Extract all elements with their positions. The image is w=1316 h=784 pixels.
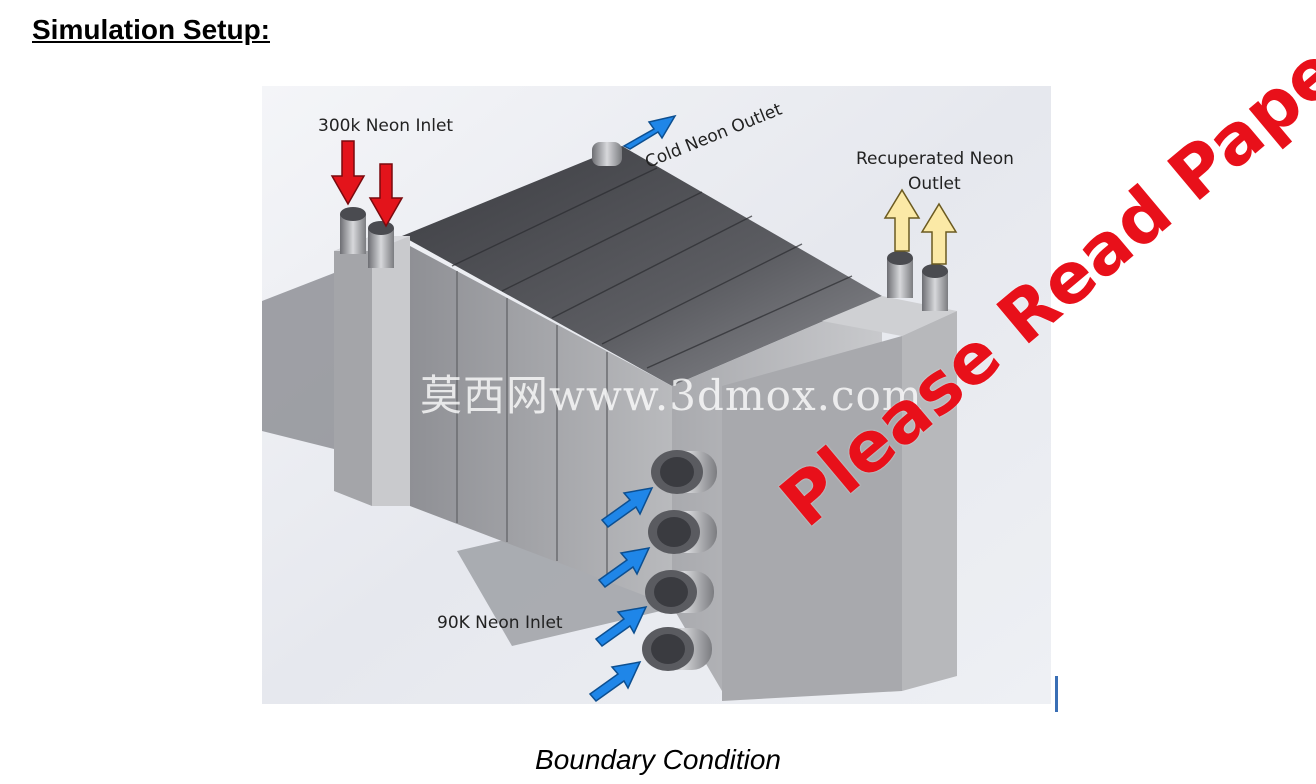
hot-inlet-label: 300k Neon Inlet (318, 116, 453, 136)
heat-exchanger-figure: 300k Neon Inlet Cold Neon Outlet Recuper… (262, 86, 1051, 704)
figure-caption: Boundary Condition (535, 744, 781, 775)
recuperated-outlet-label-line2: Outlet (908, 174, 961, 194)
cold-inlet-pipes (642, 450, 717, 671)
recuperated-outlet-arrows (883, 188, 958, 265)
text-cursor-bar (1055, 676, 1058, 712)
site-watermark: 莫西网www.3dmox.com (420, 371, 923, 420)
recuperated-outlet-label-line1: Recuperated Neon (856, 149, 1014, 169)
cold-inlet-arrows (588, 487, 654, 703)
heat-exchanger-illustration: 300k Neon Inlet Cold Neon Outlet Recuper… (262, 86, 1051, 704)
cold-inlet-label: 90K Neon Inlet (437, 613, 563, 633)
section-heading: Simulation Setup: (32, 14, 270, 45)
cold-outlet-arrow (622, 114, 677, 150)
hot-inlet-arrows (330, 140, 404, 228)
